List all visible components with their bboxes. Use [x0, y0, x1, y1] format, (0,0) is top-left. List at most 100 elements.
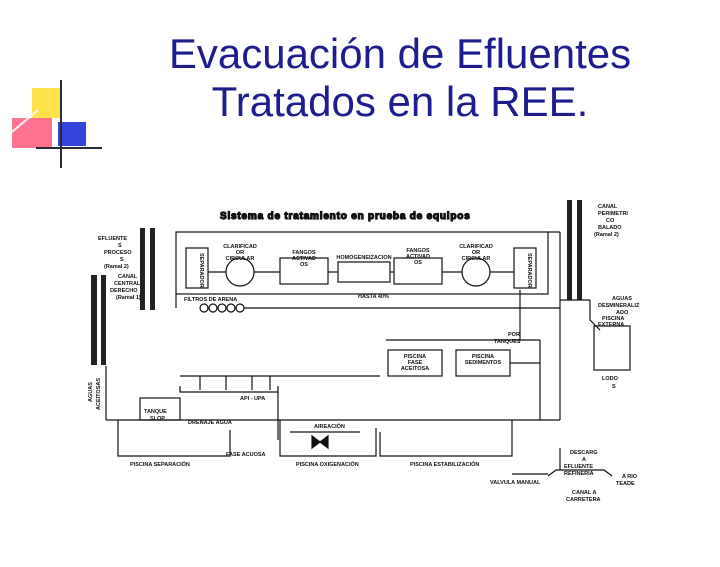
svg-text:PISCINA ESTABILIZACIÓN: PISCINA ESTABILIZACIÓN	[410, 460, 479, 468]
svg-text:FANGOS: FANGOS	[406, 248, 430, 254]
title-line-2: Tratados en la REE.	[211, 78, 589, 125]
sand-filters	[199, 303, 245, 313]
title-line-1: Evacuación de Efluentes	[168, 30, 632, 77]
slide-title: Evacuación de Efluentes Tratados en la R…	[140, 30, 660, 126]
oily-phase-pool	[387, 349, 443, 377]
decor-vertical-line	[60, 80, 62, 168]
svg-text:PISCINA SEPARACIÓN: PISCINA SEPARACIÓN	[130, 460, 190, 468]
treatment-unit-box	[175, 231, 549, 295]
clarifier-2	[461, 257, 491, 287]
svg-text:ADO: ADO	[616, 310, 629, 316]
svg-text:OR: OR	[236, 250, 244, 256]
svg-text:PISCINA OXIGENACIÓN: PISCINA OXIGENACIÓN	[296, 460, 359, 468]
svg-text:ACTIVAD: ACTIVAD	[406, 254, 430, 260]
svg-text:TANQUE: TANQUE	[144, 409, 167, 415]
svg-text:CANAL A: CANAL A	[572, 490, 596, 496]
aeration-valve	[311, 434, 329, 450]
api-separator	[179, 386, 279, 393]
svg-text:CANAL: CANAL	[118, 274, 138, 280]
slop-tank	[139, 397, 181, 421]
svg-text:CO: CO	[606, 218, 615, 224]
separation-pool	[117, 420, 231, 457]
svg-text:DESCARG: DESCARG	[570, 450, 598, 456]
decor-pink-square	[12, 118, 52, 148]
stabilization-pool	[379, 420, 513, 457]
svg-text:SLOP: SLOP	[150, 416, 165, 422]
decor-horizontal-line	[36, 147, 102, 149]
canal-wall-right-1	[567, 200, 572, 300]
svg-text:(Ramal 1): (Ramal 1)	[116, 295, 141, 301]
decor-blue-square	[58, 122, 86, 146]
svg-text:PROCESO: PROCESO	[104, 250, 132, 256]
svg-text:FILTROS DE ARENA: FILTROS DE ARENA	[184, 297, 237, 303]
external-pool	[593, 325, 631, 371]
svg-text:S: S	[120, 257, 124, 263]
svg-text:CANAL: CANAL	[598, 204, 618, 210]
activated-sludge-tank-2	[393, 257, 443, 285]
svg-text:OS: OS	[414, 260, 422, 266]
svg-text:OS: OS	[300, 262, 308, 268]
svg-text:(Ramal 2): (Ramal 2)	[594, 232, 619, 238]
svg-text:SEPARADOR: SEPARADOR	[198, 253, 204, 288]
svg-text:CIRCULAR: CIRCULAR	[462, 256, 491, 262]
svg-text:A: A	[582, 457, 586, 463]
svg-text:ACEITOSAS: ACEITOSAS	[96, 378, 102, 410]
svg-text:CENTRAL: CENTRAL	[114, 281, 141, 287]
svg-text:FASE: FASE	[408, 360, 423, 366]
svg-text:S: S	[118, 243, 122, 249]
separator-left	[185, 247, 209, 289]
activated-sludge-tank-1	[279, 257, 329, 285]
svg-text:PERIMETRI: PERIMETRI	[598, 211, 628, 217]
svg-text:POR: POR	[508, 332, 520, 338]
svg-text:PISCINA: PISCINA	[404, 354, 426, 360]
discharge-channel	[547, 469, 613, 477]
svg-text:TANQUES: TANQUES	[494, 339, 521, 345]
svg-text:DERECHO: DERECHO	[110, 288, 138, 294]
svg-text:AGUAS: AGUAS	[612, 296, 632, 302]
clarifier-1	[225, 257, 255, 287]
svg-text:ACTIVAD: ACTIVAD	[292, 256, 316, 262]
canal-wall-left-1	[140, 228, 145, 310]
svg-text:EFLUENTE: EFLUENTE	[98, 236, 127, 242]
svg-text:PISCINA: PISCINA	[472, 354, 494, 360]
canal-wall-left-2	[150, 228, 155, 310]
svg-text:CLARIFICAD: CLARIFICAD	[459, 244, 493, 250]
svg-text:ACEITOSA: ACEITOSA	[401, 366, 429, 372]
svg-text:DESMINERALIZ: DESMINERALIZ	[598, 303, 640, 309]
svg-text:FASE ACUOSA: FASE ACUOSA	[226, 452, 266, 458]
decor-yellow-square	[32, 88, 62, 118]
svg-text:AIREACIÓN: AIREACIÓN	[314, 422, 345, 430]
svg-text:OR: OR	[472, 250, 480, 256]
svg-text:VALVULA MANUAL: VALVULA MANUAL	[490, 480, 541, 486]
svg-text:REFINERIA: REFINERIA	[564, 471, 594, 477]
svg-text:EXTERNA: EXTERNA	[598, 322, 624, 328]
homogenization-tank	[337, 261, 391, 283]
svg-text:HOMOGENEIZACION: HOMOGENEIZACION	[336, 255, 391, 261]
canal-wall-far-left-1	[91, 275, 97, 365]
svg-text:CLARIFICAD: CLARIFICAD	[223, 244, 257, 250]
svg-text:TEADE: TEADE	[616, 481, 635, 487]
svg-text:DRENAJE AGUA: DRENAJE AGUA	[188, 420, 232, 426]
svg-text:PISCINA: PISCINA	[602, 316, 624, 322]
svg-text:SEPARADOR: SEPARADOR	[526, 253, 532, 288]
svg-text:BALADO: BALADO	[598, 225, 622, 231]
svg-text:EFLUENTE: EFLUENTE	[564, 464, 593, 470]
svg-text:HASTA 40%: HASTA 40%	[358, 294, 389, 300]
svg-text:FANGOS: FANGOS	[292, 250, 316, 256]
oxygenation-pool	[279, 420, 377, 457]
svg-text:(Ramal 2): (Ramal 2)	[104, 264, 129, 270]
svg-text:CARRETERA: CARRETERA	[566, 497, 601, 503]
svg-text:S: S	[612, 384, 616, 390]
svg-text:API - UPA: API - UPA	[240, 396, 265, 402]
canal-wall-far-left-2	[101, 275, 106, 365]
canal-wall-right-2	[577, 200, 582, 300]
svg-text:CIRCULAR: CIRCULAR	[226, 256, 255, 262]
svg-text:A RIO: A RIO	[622, 474, 638, 480]
separator-right	[513, 247, 537, 289]
svg-text:AGUAS: AGUAS	[88, 382, 94, 402]
diagram-header: Sistema de tratamiento en prueba de equi…	[220, 211, 471, 222]
svg-text:SEDIMENTOS: SEDIMENTOS	[465, 360, 502, 366]
svg-text:LODO: LODO	[602, 376, 619, 382]
diagram-labels: EFLUENTE S PROCESO S (Ramal 2) CANAL CEN…	[88, 204, 640, 503]
